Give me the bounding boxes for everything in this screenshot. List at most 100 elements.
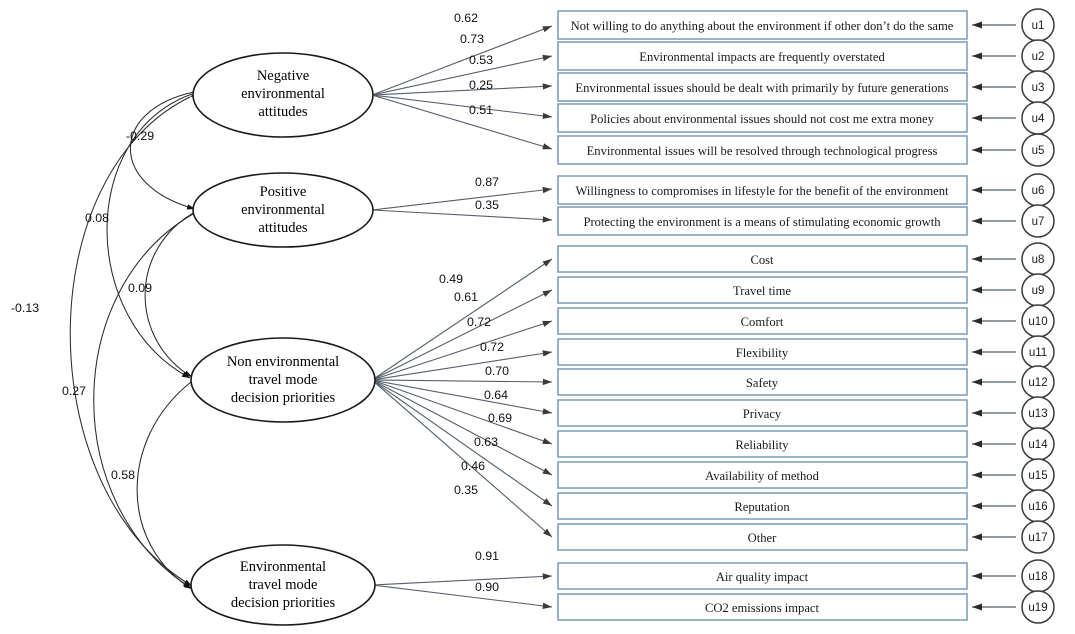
loading-path-F1-i4 xyxy=(371,94,553,120)
indicator-item[interactable]: Reputation u16 xyxy=(557,489,1055,523)
loading-path-F3-i16 xyxy=(371,379,553,507)
error-label-u15: u15 xyxy=(1028,470,1047,482)
error-label-u16: u16 xyxy=(1028,501,1047,513)
indicator-item[interactable]: Comfort u10 xyxy=(557,304,1055,338)
indicator-box-i19[interactable] xyxy=(557,593,968,621)
indicator-item[interactable]: Availability of method u15 xyxy=(557,458,1055,492)
loading-labels-group: 0.62 0.73 0.53 0.25 0.51 0.87 0.35 0.49 … xyxy=(439,11,512,594)
latent-label-F1-line2: environmental xyxy=(241,86,325,102)
indicator-box-i2[interactable] xyxy=(557,41,968,71)
error-label-u18: u18 xyxy=(1028,571,1047,583)
indicator-item[interactable]: Environmental issues will be resolved th… xyxy=(557,133,1055,167)
indicator-box-i9[interactable] xyxy=(557,276,968,304)
indicator-box-i7[interactable] xyxy=(557,206,968,236)
covariance-label-F1-F3: 0.08 xyxy=(85,211,109,225)
error-label-u11: u11 xyxy=(1029,347,1047,359)
covariance-label-F2-F4: 0.27 xyxy=(62,384,86,398)
indicator-item[interactable]: Protecting the environment is a means of… xyxy=(557,204,1055,238)
indicator-item[interactable]: Safety u12 xyxy=(557,365,1055,399)
latent-label-F3-line1: Non environmental xyxy=(227,354,339,370)
loading-label-i4: 0.25 xyxy=(469,78,493,92)
indicator-box-i13[interactable] xyxy=(557,399,968,427)
covariance-curve-F2-F4 xyxy=(93,207,202,589)
loading-path-F3-i8 xyxy=(371,258,553,381)
error-circle-u17[interactable] xyxy=(1021,520,1055,554)
indicator-item[interactable]: Environmental issues should be dealt wit… xyxy=(557,70,1055,104)
error-label-u1: u1 xyxy=(1032,20,1045,32)
indicator-box-i5[interactable] xyxy=(557,135,968,165)
indicator-label-i14: Reliability xyxy=(735,438,789,452)
loading-path-F3-i12 xyxy=(371,378,553,386)
covariance-label-F1-F4: -0.13 xyxy=(11,301,39,315)
loading-path-F2-i7 xyxy=(371,209,553,223)
indicator-box-i11[interactable] xyxy=(557,338,968,366)
indicator-item[interactable]: Flexibility u11 xyxy=(557,335,1055,369)
indicator-item[interactable]: Travel time u9 xyxy=(557,273,1055,307)
loading-label-i18: 0.91 xyxy=(475,549,499,563)
error-label-u5: u5 xyxy=(1032,145,1045,157)
ellipse-shape-F3 xyxy=(190,337,376,423)
indicator-item[interactable]: Environmental impacts are frequently ove… xyxy=(557,39,1055,73)
loading-path-F4-i18 xyxy=(371,573,553,586)
loading-label-i15: 0.63 xyxy=(474,435,498,449)
latent-factor-non-environmental-priorities[interactable]: Non environmental travel mode decision p… xyxy=(190,337,376,423)
indicator-box-i16[interactable] xyxy=(557,492,968,520)
loading-label-i1: 0.62 xyxy=(454,11,478,25)
indicator-box-i17[interactable] xyxy=(557,523,968,551)
loading-label-i16: 0.46 xyxy=(461,459,485,473)
loading-path-F3-i17 xyxy=(371,379,553,538)
indicator-item[interactable]: CO2 emissions impact u19 xyxy=(557,590,1055,624)
loading-path-F4-i19 xyxy=(371,584,553,610)
indicator-item[interactable]: Reliability u14 xyxy=(557,427,1055,461)
error-label-u12: u12 xyxy=(1028,377,1047,389)
indicator-label-i5: Environmental issues will be resolved th… xyxy=(587,144,938,158)
latent-label-F3-line3: decision priorities xyxy=(231,390,336,406)
latent-label-F1-line1: Negative xyxy=(257,68,309,84)
error-circle-u7[interactable] xyxy=(1021,204,1055,238)
indicator-box-i12[interactable] xyxy=(557,368,968,396)
indicator-box-i15[interactable] xyxy=(557,461,968,489)
covariance-label-F2-F3: 0.09 xyxy=(128,281,152,295)
indicator-box-i18[interactable] xyxy=(557,562,968,590)
loading-label-i11: 0.72 xyxy=(480,340,504,354)
latent-label-F3-line2: travel mode xyxy=(249,372,318,388)
indicator-box-i8[interactable] xyxy=(557,245,968,273)
error-label-u7: u7 xyxy=(1032,216,1045,228)
indicator-item[interactable]: Cost u8 xyxy=(557,242,1055,276)
loading-path-F1-i5 xyxy=(371,94,553,150)
indicator-label-i18: Air quality impact xyxy=(716,570,809,584)
indicator-item[interactable]: Not willing to do anything about the env… xyxy=(557,8,1055,42)
indicator-label-i12: Safety xyxy=(746,376,779,390)
latent-factor-negative-attitudes[interactable]: Negative environmental attitudes xyxy=(192,52,374,138)
error-label-u2: u2 xyxy=(1032,51,1045,63)
error-label-u4: u4 xyxy=(1032,113,1045,125)
covariance-curve-F1-F2 xyxy=(129,87,203,210)
latent-label-F2-line2: environmental xyxy=(241,202,325,218)
indicator-box-i10[interactable] xyxy=(557,307,968,335)
indicator-item[interactable]: Other u17 xyxy=(557,520,1055,554)
indicator-box-i6[interactable] xyxy=(557,175,968,205)
indicator-box-i14[interactable] xyxy=(557,430,968,458)
error-circle-u5[interactable] xyxy=(1021,133,1055,167)
loading-path-F1-i2 xyxy=(371,54,553,96)
indicator-group: Not willing to do anything about the env… xyxy=(557,8,1055,624)
error-label-u19: u19 xyxy=(1028,602,1047,614)
error-circle-u19[interactable] xyxy=(1021,590,1055,624)
indicator-item[interactable]: Willingness to compromises in lifestyle … xyxy=(557,173,1055,207)
indicator-label-i6: Willingness to compromises in lifestyle … xyxy=(575,184,949,198)
covariance-curve-F3-F4 xyxy=(136,374,199,590)
loading-path-F3-i14 xyxy=(371,379,553,445)
indicator-label-i15: Availability of method xyxy=(705,469,819,483)
indicator-box-i3[interactable] xyxy=(557,72,968,102)
indicator-item[interactable]: Air quality impact u18 xyxy=(557,559,1055,593)
loading-label-i3: 0.53 xyxy=(469,53,493,67)
latent-factor-positive-attitudes[interactable]: Positive environmental attitudes xyxy=(192,172,374,248)
indicator-item[interactable]: Policies about environmental issues shou… xyxy=(557,101,1055,135)
indicator-box-i1[interactable] xyxy=(557,10,968,40)
indicator-label-i7: Protecting the environment is a means of… xyxy=(583,215,941,229)
indicator-box-i4[interactable] xyxy=(557,103,968,133)
loading-label-i13: 0.64 xyxy=(484,388,508,402)
latent-factor-environmental-priorities[interactable]: Environmental travel mode decision prior… xyxy=(190,544,376,626)
loading-path-F1-i3 xyxy=(371,83,553,96)
indicator-item[interactable]: Privacy u13 xyxy=(557,396,1055,430)
